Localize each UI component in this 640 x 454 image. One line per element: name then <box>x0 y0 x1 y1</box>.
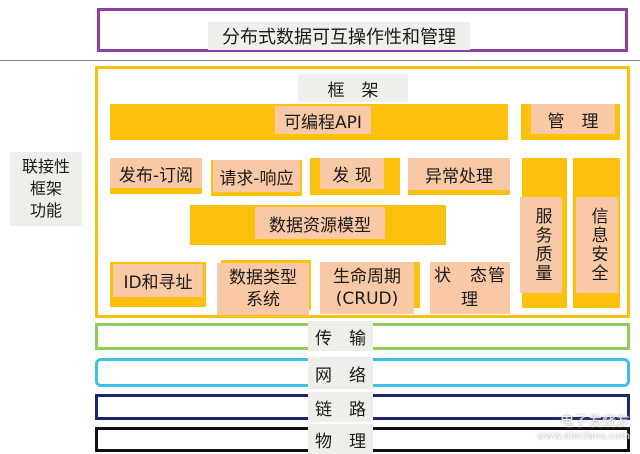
side-label-line: 功能 <box>29 201 62 220</box>
title: 分布式数据可互操作性和管理 <box>208 22 470 50</box>
framework-frame <box>95 66 630 318</box>
layer-link-label: 链 路 <box>308 392 373 422</box>
id-label: ID和寻址 <box>113 264 203 297</box>
pubsub-label: 发布-订阅 <box>110 158 202 188</box>
title-box <box>97 8 628 52</box>
divider <box>0 60 640 61</box>
datatype-label: 数据类型系统 <box>217 263 309 315</box>
side-label-line: 联接性 <box>21 157 70 176</box>
watermark-brand: 电子发烧友 <box>560 414 630 430</box>
framework-label: 框 架 <box>298 74 408 102</box>
layer-transport-label: 传 输 <box>308 321 373 351</box>
exception-label: 异常处理 <box>408 158 510 190</box>
api-label: 可编程API <box>275 106 371 134</box>
side-label-line: 框架 <box>29 179 62 198</box>
management-label: 管 理 <box>531 104 615 134</box>
side-label: 联接性 框架 功能 <box>10 152 82 226</box>
lifecycle-label: 生命周期(CRUD) <box>320 262 414 314</box>
qos-label: 服务质量 <box>520 197 562 293</box>
discovery-label: 发 现 <box>320 158 384 189</box>
watermark-url: www.elecfans.com <box>536 431 630 442</box>
watermark: 电子发烧友 www.elecfans.com <box>537 411 630 442</box>
reqresp-label: 请求-响应 <box>213 160 300 192</box>
layer-physical-label: 物 理 <box>308 424 373 454</box>
security-label: 信息安全 <box>576 197 618 293</box>
layer-network-label: 网 络 <box>308 357 373 389</box>
state-mgmt-label: 状 态管 理 <box>430 262 523 314</box>
data-model-label: 数据资源模型 <box>255 207 385 239</box>
